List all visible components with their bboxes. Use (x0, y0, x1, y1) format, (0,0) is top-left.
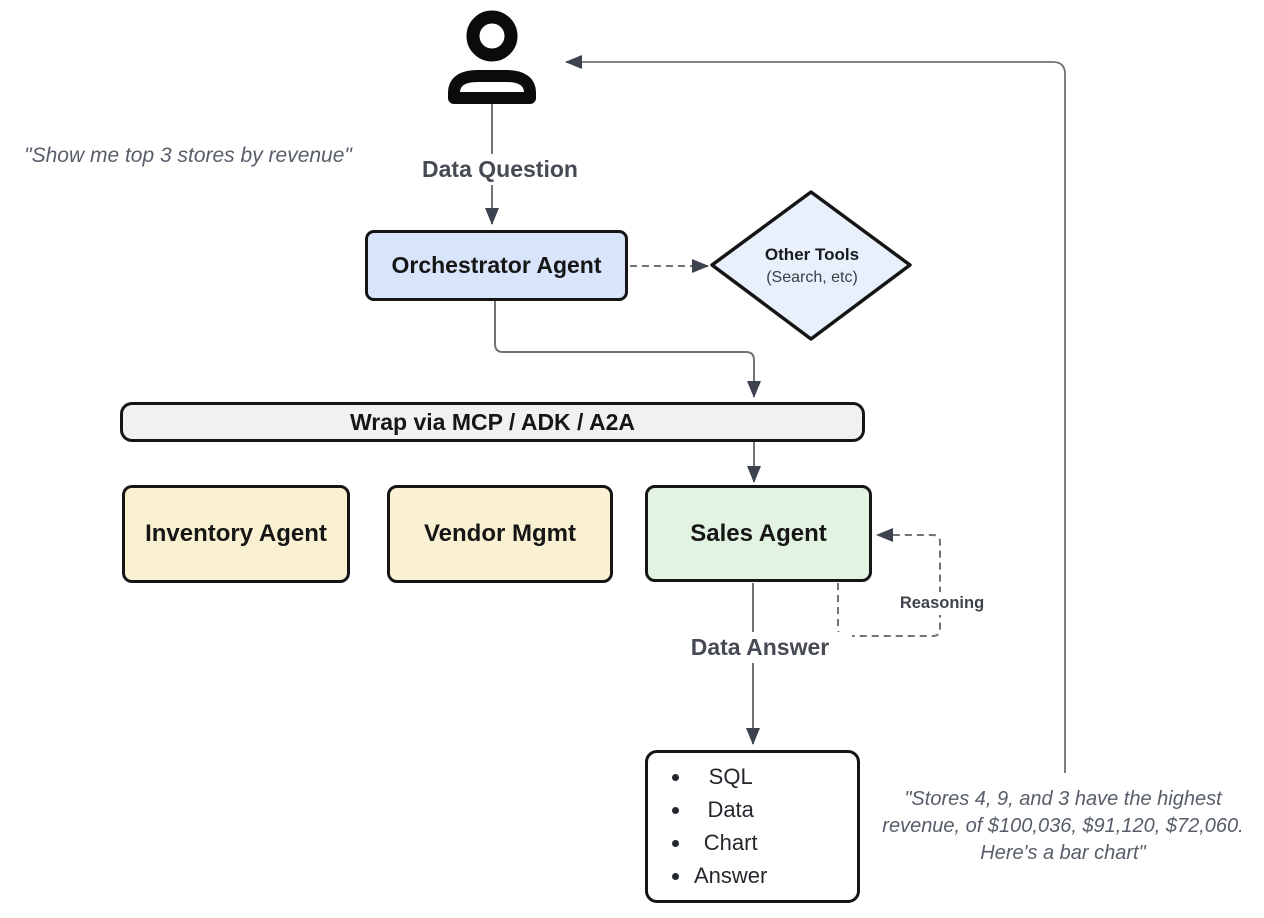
data-answer-label: Data Answer (668, 632, 852, 663)
person-head (466, 10, 518, 62)
arrow-feedback-to-user (565, 55, 1066, 773)
sales-agent-node: Sales Agent (645, 485, 872, 582)
output-bullet-list: SQL Data Chart Answer (648, 757, 767, 896)
person-body (448, 70, 536, 104)
answer-quote-line: revenue, of $100,036, $91,120, $72,060. (882, 815, 1244, 837)
inventory-agent-node: Inventory Agent (122, 485, 350, 583)
output-bullet: Answer (692, 863, 767, 889)
other-tools-subtitle: (Search, etc) (766, 269, 858, 286)
wrap-mcp-adk-a2a-bar: Wrap via MCP / ADK / A2A (120, 402, 865, 442)
user-quote: "Show me top 3 stores by revenue" (24, 144, 352, 167)
answer-quote-line: Here's a bar chart" (980, 842, 1146, 864)
other-tools-diamond (710, 190, 912, 341)
vendor-mgmt-node: Vendor Mgmt (387, 485, 613, 583)
output-list-node: SQL Data Chart Answer (645, 750, 860, 903)
output-bullet: Data (692, 797, 767, 823)
output-bullet: Chart (692, 830, 767, 856)
answer-quote-line: "Stores 4, 9, and 3 have the highest (904, 788, 1222, 810)
output-bullet: SQL (692, 764, 767, 790)
arrow-orchestrator-to-wrap (494, 301, 761, 398)
other-tools-title: Other Tools (764, 245, 860, 264)
orchestrator-agent-node: Orchestrator Agent (365, 230, 628, 301)
answer-quote: "Stores 4, 9, and 3 have the highest rev… (862, 786, 1264, 867)
user-person-icon (448, 10, 536, 104)
data-question-label: Data Question (404, 154, 596, 185)
reasoning-label: Reasoning (890, 592, 994, 615)
other-tools-node-text: Other Tools (Search, etc) (731, 244, 893, 288)
